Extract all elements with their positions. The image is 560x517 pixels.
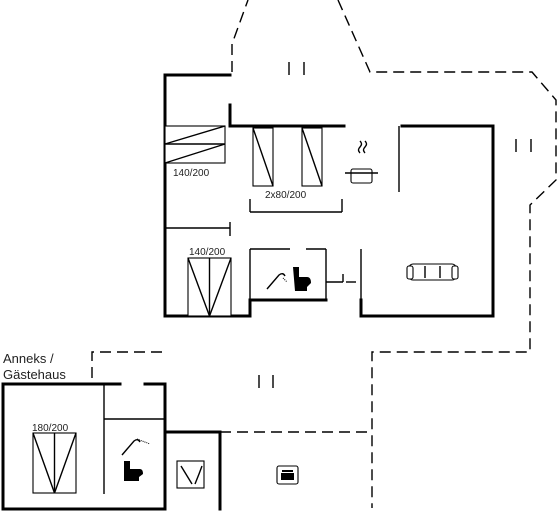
shower-icon [266,273,288,290]
bed-middle-left [187,257,232,317]
shower-icon [121,438,151,456]
toilet-icon [293,267,311,291]
annex-title-line-2: Gästehaus [3,367,66,382]
washing-machine-icon [176,460,205,489]
car-icon [276,465,299,485]
bed-size-label: 2x80/200 [265,190,307,201]
bunk-bed-2 [301,127,323,187]
bed-size-label: 180/200 [32,423,69,434]
bunk-bed-1 [252,127,274,187]
railing-marks [258,62,532,388]
bed-size-label: 140/200 [189,247,226,258]
bed-top-left [164,125,226,164]
main-house-walls [163,73,495,318]
annex-title-line-1: Anneks / [3,351,54,366]
stove-icon [345,140,378,184]
toilet-icon [124,461,143,481]
annex-bed [32,432,77,494]
annex-walls [1,382,222,511]
sofa-icon [406,263,459,281]
terrace-outline [91,0,557,508]
bed-size-label: 140/200 [173,168,210,179]
